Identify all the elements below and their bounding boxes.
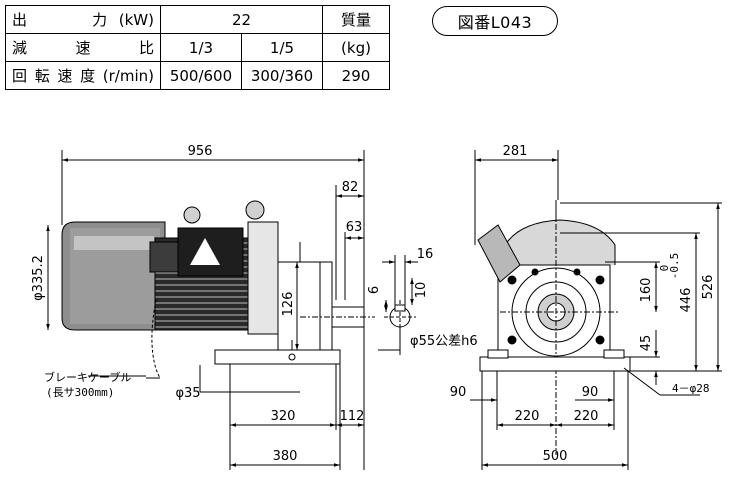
dim-82: 82 [342, 180, 359, 195]
dim-160: 160 [639, 278, 654, 303]
dim-shaft-diameter: φ55公差h6 [410, 334, 478, 349]
dim-126: 126 [281, 292, 296, 317]
dim-6: 6 [367, 286, 382, 294]
brake-cable-length: (長サ300mm) [46, 386, 114, 399]
dim-45: 45 [639, 335, 654, 352]
dim-mounting-holes: 4－φ28 [672, 382, 710, 395]
dim-90-left: 90 [450, 385, 467, 400]
dim-90-right: 90 [582, 385, 599, 400]
output-value: 22 [160, 5, 323, 34]
dim-16: 16 [417, 247, 434, 262]
dim-380: 380 [273, 449, 298, 464]
dim-112: 112 [340, 409, 365, 424]
speed-2: 300/360 [241, 61, 323, 90]
dim-160-tol-lower: -0.5 [668, 253, 681, 280]
dim-220-right: 220 [574, 409, 599, 424]
dim-281: 281 [503, 144, 528, 159]
dim-320: 320 [271, 409, 296, 424]
side-view [46, 150, 375, 470]
dim-526: 526 [701, 275, 716, 300]
dim-160-tol-upper: 0 [658, 265, 671, 272]
dim-63: 63 [346, 220, 363, 235]
figure-number-badge: 図番L043 [432, 6, 558, 36]
reduction-label: 減 速 比 [5, 33, 161, 62]
dim-220-left: 220 [515, 409, 540, 424]
dim-overall-length: 956 [188, 144, 213, 159]
output-label: 出 力(kW) [5, 5, 161, 34]
brake-cable-label: ブレーキケーブル [44, 370, 131, 384]
dim-phi35: φ35 [175, 386, 200, 401]
mass-unit: (kg) [322, 33, 390, 62]
dim-motor-diameter: φ335.2 [31, 255, 46, 301]
spec-row-speed: 回転速度(r/min) 500/600 300/360 290 [5, 61, 390, 90]
speed-1: 500/600 [160, 61, 242, 90]
dim-500: 500 [543, 449, 568, 464]
spec-row-output: 出 力(kW) 22 質量 [5, 5, 390, 34]
speed-label: 回転速度(r/min) [5, 61, 161, 90]
dim-10: 10 [414, 282, 429, 299]
shaft-detail [378, 255, 418, 355]
spec-row-reduction: 減 速 比 1/3 1/5 (kg) [5, 33, 390, 62]
mass-value: 290 [322, 61, 390, 90]
dim-446: 446 [679, 288, 694, 313]
front-view [470, 150, 722, 470]
spec-table: 出 力(kW) 22 質量 減 速 比 1/3 1/5 (kg) 回転速度(r/… [5, 5, 390, 90]
